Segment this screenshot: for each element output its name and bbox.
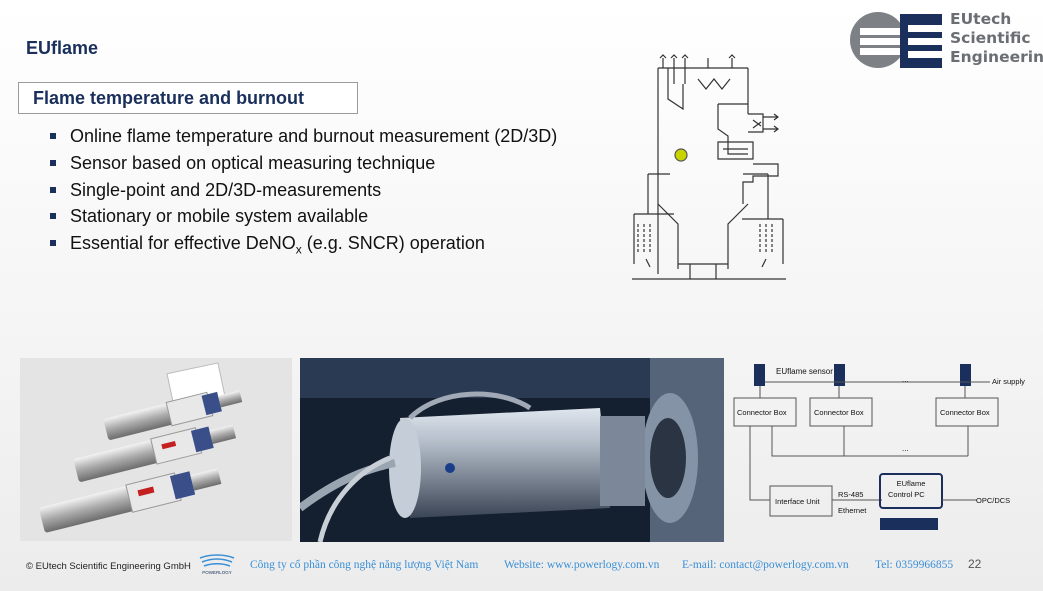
feature-list: Online flame temperature and burnout mea… bbox=[48, 123, 557, 257]
opc-dcs-label: OPC/DCS bbox=[976, 496, 1011, 505]
bullet-icon bbox=[50, 213, 56, 220]
keyboard-icon bbox=[880, 518, 938, 530]
sensor-icon bbox=[834, 364, 845, 386]
bullet-icon bbox=[50, 133, 56, 139]
sensor-icon bbox=[960, 364, 971, 386]
boiler-schematic bbox=[632, 54, 786, 280]
website-link[interactable]: Website: www.powerlogy.com.vn bbox=[504, 559, 660, 571]
ethernet-label: Ethernet bbox=[838, 506, 867, 515]
bullet-icon bbox=[50, 240, 56, 247]
list-item: Essential for effective DeNOx (e.g. SNCR… bbox=[48, 230, 557, 257]
list-item-text: Sensor based on optical measuring techni… bbox=[70, 152, 436, 173]
logo-line-3: Engineering bbox=[950, 48, 1043, 66]
section-title: Flame temperature and burnout bbox=[33, 88, 305, 108]
interface-unit-label: Interface Unit bbox=[775, 497, 820, 506]
email-link[interactable]: E-mail: contact@powerlogy.com.vn bbox=[682, 559, 849, 571]
system-diagram: EUflame sensor Air supply ... ... Connec… bbox=[732, 358, 1032, 540]
ellipsis-bottom: ... bbox=[902, 444, 909, 453]
sensor-icon bbox=[754, 364, 765, 386]
copyright: © EUtech Scientific Engineering GmbH bbox=[26, 561, 191, 572]
list-item-text: Online flame temperature and burnout mea… bbox=[70, 126, 558, 146]
company-name-vn: Công ty cổ phần công nghệ năng lượng Việ… bbox=[250, 559, 479, 571]
brand-title: EUflame bbox=[26, 38, 99, 58]
logo-line-2: Scientific bbox=[950, 29, 1031, 47]
measurement-point-icon bbox=[674, 148, 688, 162]
ellipsis-top: ... bbox=[902, 375, 909, 384]
list-item-text: Essential for effective DeNO bbox=[70, 233, 296, 254]
connector-box-2: Connector Box bbox=[814, 408, 864, 417]
list-item: Stationary or mobile system available bbox=[48, 203, 557, 230]
connector-box-3: Connector Box bbox=[940, 408, 990, 417]
list-item-text-after: (e.g. SNCR) operation bbox=[301, 233, 485, 254]
section-title-box: Flame temperature and burnout bbox=[18, 82, 358, 114]
list-item-text: Stationary or mobile system available bbox=[70, 206, 369, 227]
connector-box-1: Connector Box bbox=[737, 408, 787, 417]
pc-label-2: Control PC bbox=[888, 490, 925, 499]
page-number: 22 bbox=[968, 557, 982, 571]
logo-line-1: EUtech bbox=[950, 10, 1012, 28]
bullet-icon bbox=[50, 159, 56, 166]
air-supply-label: Air supply bbox=[992, 377, 1025, 386]
phone-number: Tel: 0359966855 bbox=[875, 559, 954, 571]
sensor-label: EUflame sensor bbox=[776, 367, 833, 376]
list-item: Sensor based on optical measuring techni… bbox=[48, 150, 557, 177]
logo-text: EUtech Scientific Engineering bbox=[950, 10, 1043, 67]
footer: © EUtech Scientific Engineering GmbH POW… bbox=[0, 552, 1043, 578]
bullet-icon bbox=[50, 186, 56, 193]
svg-text:POWERLOGY: POWERLOGY bbox=[202, 570, 232, 575]
eutech-logo bbox=[850, 12, 942, 68]
pc-label-1: EUflame bbox=[896, 479, 926, 488]
powerlogy-logo-icon: POWERLOGY bbox=[199, 554, 235, 575]
rs485-label: RS-485 bbox=[838, 490, 864, 499]
sensor-products-photo bbox=[20, 358, 292, 541]
list-item-subscript: x bbox=[295, 242, 302, 257]
list-item: Online flame temperature and burnout mea… bbox=[48, 123, 557, 150]
list-item: Single-point and 2D/3D-measurements bbox=[48, 177, 557, 204]
diagram-lines bbox=[733, 364, 999, 530]
list-item-text: Single-point and 2D/3D-measurements bbox=[70, 179, 382, 200]
installation-photo bbox=[300, 358, 724, 542]
